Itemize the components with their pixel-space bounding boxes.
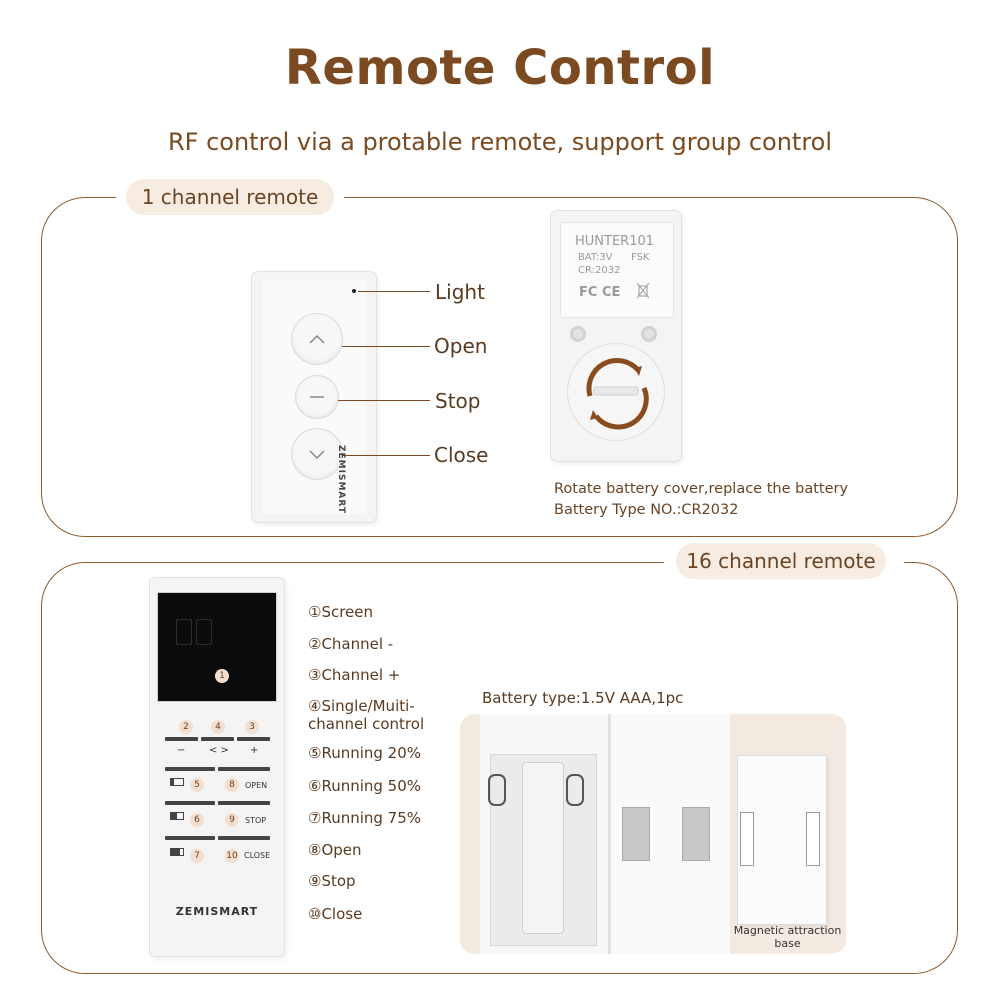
- minus-symbol: −: [177, 745, 186, 756]
- legend-item: ⑨Stop: [308, 872, 356, 890]
- open-key[interactable]: [218, 767, 270, 771]
- page-title: Remote Control: [284, 40, 716, 96]
- remote-brand-logo: ZEMISMART: [175, 905, 259, 918]
- aaa-battery-slot: [522, 762, 564, 934]
- screw-hole-right: [641, 326, 657, 342]
- cr-text: CR:2032: [578, 265, 621, 276]
- model-text: HUNTER101: [575, 234, 655, 249]
- open-key-label: OPEN: [245, 781, 268, 790]
- marker-10: 10: [225, 849, 239, 863]
- marker-4: 4: [211, 720, 225, 734]
- magnetic-base-caption: Magnetic attraction base: [730, 924, 845, 950]
- section-label-one-channel: 1 channel remote: [126, 179, 334, 215]
- page-subtitle: RF control via a protable remote, suppor…: [167, 128, 833, 156]
- magnetic-caption-line1: Magnetic attraction: [733, 924, 842, 937]
- running-20-key[interactable]: [165, 767, 215, 771]
- battery-voltage-text: BAT:3V: [578, 252, 613, 263]
- battery-20-icon: [170, 778, 184, 786]
- battery-instruction-line1: Rotate battery cover,replace the battery: [554, 481, 849, 497]
- close-key-label: CLOSE: [244, 851, 271, 860]
- stop-button[interactable]: [296, 376, 338, 418]
- light-leader-line: [358, 291, 430, 292]
- battery-compartment-photo: [460, 714, 846, 954]
- mount-hole-left: [488, 774, 506, 806]
- screen-digit: [196, 619, 212, 645]
- label-plate: [560, 222, 674, 318]
- one-channel-panel: [41, 197, 958, 537]
- battery-75-icon: [170, 848, 184, 856]
- stop-key-label: STOP: [245, 816, 267, 825]
- close-key[interactable]: [218, 836, 270, 840]
- legend-item: ⑤Running 20%: [308, 744, 422, 762]
- callout-open: Open: [434, 334, 488, 358]
- battery-type-text: Battery type:1.5V AAA,1pc: [482, 689, 684, 707]
- marker-9: 9: [225, 813, 239, 827]
- fsk-text: FSK: [631, 252, 650, 263]
- mount-hole-right: [566, 774, 584, 806]
- minus-icon: [310, 396, 324, 398]
- open-button[interactable]: [292, 314, 342, 364]
- battery-instructions: Rotate battery cover,replace the battery…: [554, 479, 848, 521]
- magnet-left: [622, 807, 650, 861]
- legend-item: ②Channel -: [308, 635, 394, 653]
- screw-hole-left: [570, 326, 586, 342]
- weee-bin-icon: [636, 282, 650, 299]
- remote-screen: [157, 592, 277, 702]
- marker-5: 5: [190, 778, 204, 792]
- legend-item: channel control: [308, 715, 425, 733]
- plus-symbol: +: [250, 745, 259, 756]
- certification-marks: FC CE: [579, 285, 621, 300]
- stop-key[interactable]: [218, 801, 270, 805]
- magnetic-caption-line2: base: [774, 937, 801, 950]
- legend-item: ⑩Close: [308, 905, 363, 923]
- marker-6: 6: [190, 813, 204, 827]
- marker-2: 2: [179, 720, 193, 734]
- open-leader-line: [342, 346, 430, 347]
- marker-7: 7: [190, 849, 204, 863]
- close-button[interactable]: [292, 429, 342, 479]
- stop-leader-line: [338, 400, 430, 401]
- callout-close: Close: [434, 443, 489, 467]
- chevron-down-icon: [309, 450, 325, 460]
- legend-item: ③Channel +: [308, 666, 401, 684]
- legend-item: ④Single/Muiti-: [308, 697, 415, 715]
- screen-digit: [176, 619, 192, 645]
- marker-3: 3: [245, 720, 259, 734]
- light-indicator: [352, 289, 356, 293]
- marker-8: 8: [225, 778, 239, 792]
- sixteen-channel-panel: [41, 562, 958, 974]
- remote-brand-logo: ZEMISMART: [336, 445, 346, 515]
- legend-item: ⑥Running 50%: [308, 777, 422, 795]
- battery-50-icon: [170, 812, 184, 820]
- legend-item: ⑦Running 75%: [308, 809, 422, 827]
- base-magnet-left: [740, 812, 754, 866]
- base-magnet-right: [806, 812, 820, 866]
- rotate-arrows-icon: [586, 358, 649, 430]
- battery-cover: [568, 344, 664, 440]
- section-label-sixteen-channel: 16 channel remote: [676, 543, 886, 579]
- legend-item: ①Screen: [308, 603, 374, 621]
- marker-1: 1: [215, 669, 229, 683]
- legend-item: ⑧Open: [308, 841, 362, 859]
- toggle-symbol: < >: [209, 745, 229, 756]
- magnet-right: [682, 807, 710, 861]
- battery-instruction-line2: Battery Type NO.:CR2032: [554, 502, 739, 518]
- callout-light: Light: [435, 280, 485, 304]
- close-leader-line: [342, 455, 430, 456]
- chevron-up-icon: [309, 334, 325, 344]
- channel-minus-key[interactable]: [165, 737, 198, 741]
- callout-stop: Stop: [435, 389, 481, 413]
- running-75-key[interactable]: [165, 836, 215, 840]
- running-50-key[interactable]: [165, 801, 215, 805]
- channel-plus-key[interactable]: [237, 737, 270, 741]
- mode-toggle-key[interactable]: [201, 737, 234, 741]
